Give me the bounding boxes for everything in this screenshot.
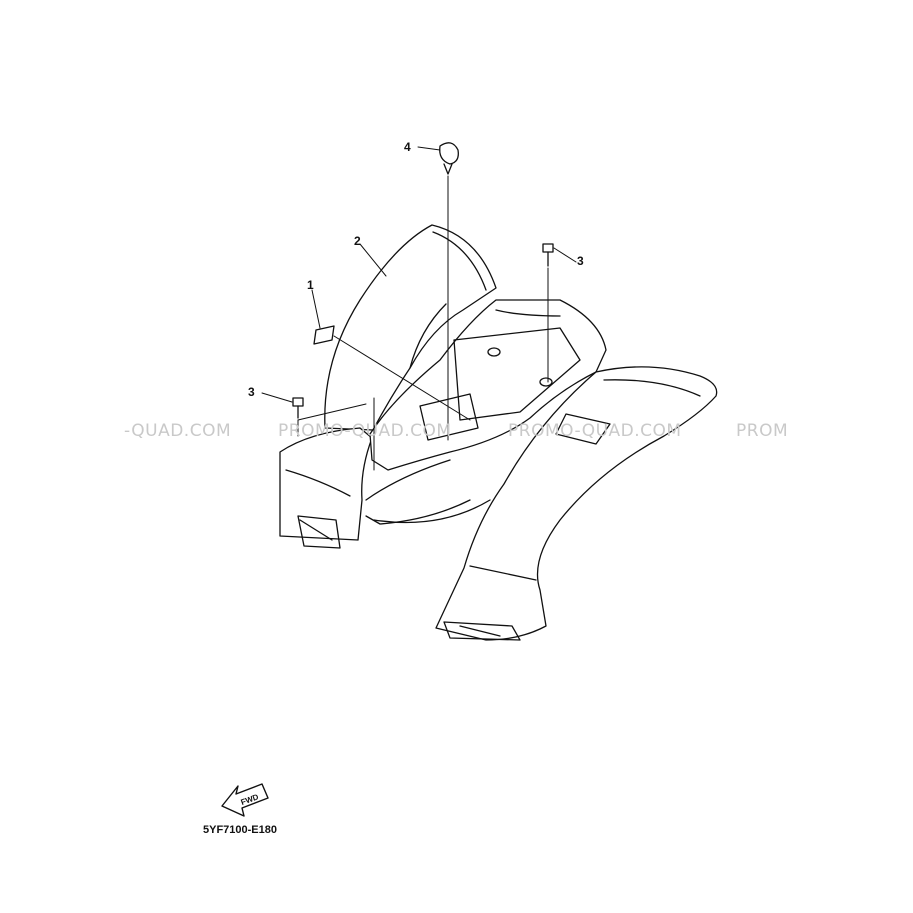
watermark-text: PROMO-QUAD.COM [508,421,682,441]
label-part-1 [313,325,335,345]
right-rear-fender [373,366,718,641]
bolt-part-3-right [542,243,554,267]
clip-part-4 [439,142,459,175]
leader-lines [261,146,577,471]
callout-3-right: 3 [577,254,584,268]
watermark-text: PROMO-QUAD.COM [278,421,452,441]
left-rear-fender [279,427,373,549]
bolt-part-3-left [292,397,304,419]
center-storage-tray [365,299,607,525]
drawing-code: 5YF7100-E180 [203,824,277,836]
forward-arrow-icon: FWD [221,783,269,817]
watermark-text: -QUAD.COM [124,421,232,441]
callout-1: 1 [307,278,314,292]
fender-flap-part-2 [324,224,497,431]
callout-3-left: 3 [248,385,255,399]
callout-4: 4 [404,140,411,154]
watermark-text: PROM [736,421,789,441]
callout-2: 2 [354,234,361,248]
